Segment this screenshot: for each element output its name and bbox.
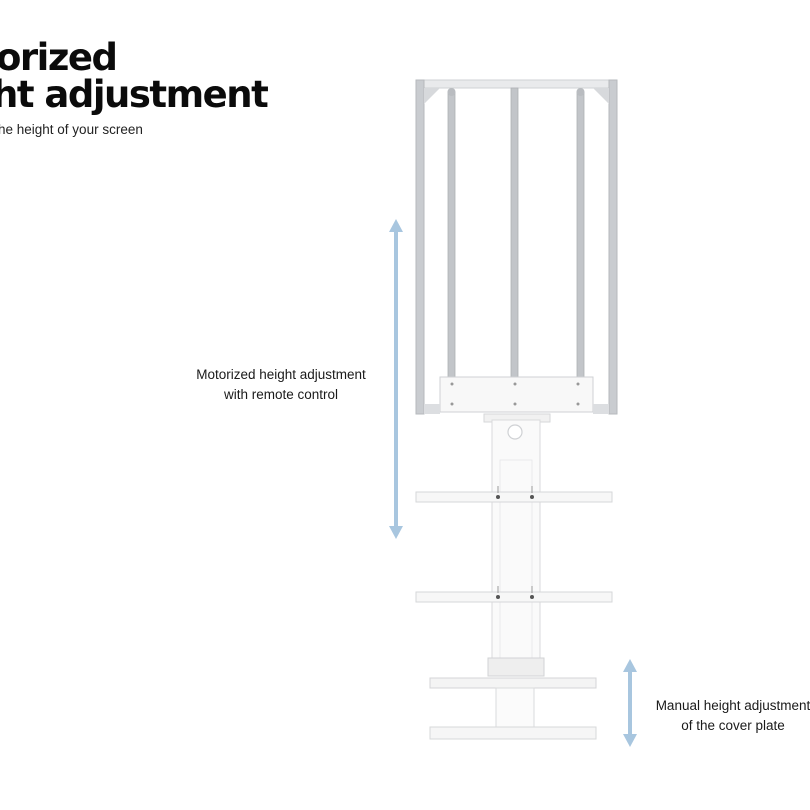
mounting-frame bbox=[415, 79, 618, 415]
page-title-line-2: ht adjustment bbox=[0, 73, 269, 116]
lower-shelf bbox=[415, 586, 613, 603]
stand-column bbox=[483, 413, 551, 677]
motorized-adjustment-label: Motorized height adjustment with remote … bbox=[185, 365, 377, 405]
manual-height-arrow bbox=[623, 659, 637, 747]
motorized-label-line-2: with remote control bbox=[223, 387, 339, 402]
stand-base bbox=[429, 687, 597, 740]
manual-adjustment-label: Manual height adjustment of the cover pl… bbox=[648, 696, 810, 736]
motorized-height-arrow bbox=[389, 219, 403, 539]
page-subtitle: he height of your screen bbox=[0, 122, 143, 137]
upper-shelf bbox=[415, 486, 613, 503]
cover-plate bbox=[429, 677, 597, 689]
page-title-line-1: orized bbox=[0, 36, 118, 79]
motorized-label-line-1: Motorized height adjustment bbox=[196, 367, 366, 382]
manual-label-line-1: Manual height adjustment bbox=[655, 698, 810, 713]
manual-label-line-2: of the cover plate bbox=[681, 718, 785, 733]
